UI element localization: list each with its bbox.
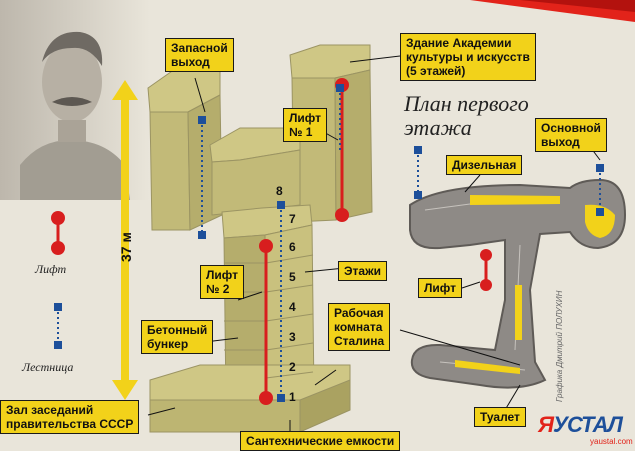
legend-stair-label: Лестница — [22, 360, 74, 374]
lift2-callout: Лифт № 2 — [200, 265, 245, 299]
main-exit-line2: выход — [541, 135, 580, 149]
main-exit-callout: Основной выход — [535, 118, 607, 152]
diesel-room-callout: Дизельная — [446, 155, 523, 175]
floor-number-4: 4 — [289, 300, 296, 314]
hall-line1: Зал заседаний — [6, 403, 94, 417]
stalin-room-line1: Рабочая — [334, 306, 384, 320]
stalin-room-line3: Сталина — [334, 334, 385, 348]
floor-plan-title: План первого этажа — [404, 92, 529, 140]
floor-number-3: 3 — [289, 330, 296, 344]
floors-callout: Этажи — [338, 261, 387, 281]
toilet-callout: Туалет — [474, 407, 526, 427]
legend-lift-label: Лифт — [35, 262, 67, 276]
lift1-line1: Лифт — [289, 111, 322, 125]
floor-number-2: 2 — [289, 360, 296, 374]
academy-line3: (5 этажей) — [406, 64, 466, 78]
lift1-line2: № 1 — [289, 125, 313, 139]
floor-number-5: 5 — [289, 270, 296, 284]
government-hall-callout: Зал заседаний правительства СССР — [0, 400, 140, 434]
reserve-exit-line1: Запасной — [171, 41, 228, 55]
sanitary-tanks-callout: Сантехнические емкости — [240, 431, 401, 451]
floor-number-1: 1 — [289, 390, 296, 404]
floor-number-8: 8 — [276, 184, 283, 198]
floor-number-7: 7 — [289, 212, 296, 226]
hall-line2: правительства СССР — [6, 417, 134, 431]
height-dimension-label: 37 м — [118, 232, 134, 262]
lift2-line1: Лифт — [206, 268, 239, 282]
stalin-room-callout: Рабочая комната Сталина — [328, 303, 391, 351]
logo-part1: Я — [538, 412, 554, 437]
title-line2: этажа — [404, 115, 472, 140]
yaustal-logo: ЯУСТАЛ — [538, 412, 623, 438]
lift2-line2: № 2 — [206, 282, 230, 296]
lift1-callout: Лифт № 1 — [283, 108, 328, 142]
stalin-room-line2: комната — [334, 320, 383, 334]
plan-lift-callout: Лифт — [418, 278, 463, 298]
title-line1: План первого — [404, 91, 529, 116]
graphics-credit: Графика Дмитрий ПОЛУХИН — [555, 290, 564, 402]
main-exit-line1: Основной — [541, 121, 601, 135]
bunker-line2: бункер — [147, 337, 189, 351]
academy-line2: культуры и искусств — [406, 50, 530, 64]
academy-line1: Здание Академии — [406, 36, 512, 50]
floor-number-6: 6 — [289, 240, 296, 254]
logo-part2: УСТАЛ — [553, 412, 623, 437]
logo-site: yaustal.com — [590, 437, 633, 446]
bunker-line1: Бетонный — [147, 323, 208, 337]
concrete-bunker-callout: Бетонный бункер — [141, 320, 214, 354]
academy-building-callout: Здание Академии культуры и искусств (5 э… — [400, 33, 536, 81]
reserve-exit-callout: Запасной выход — [165, 38, 234, 72]
reserve-exit-line2: выход — [171, 55, 210, 69]
